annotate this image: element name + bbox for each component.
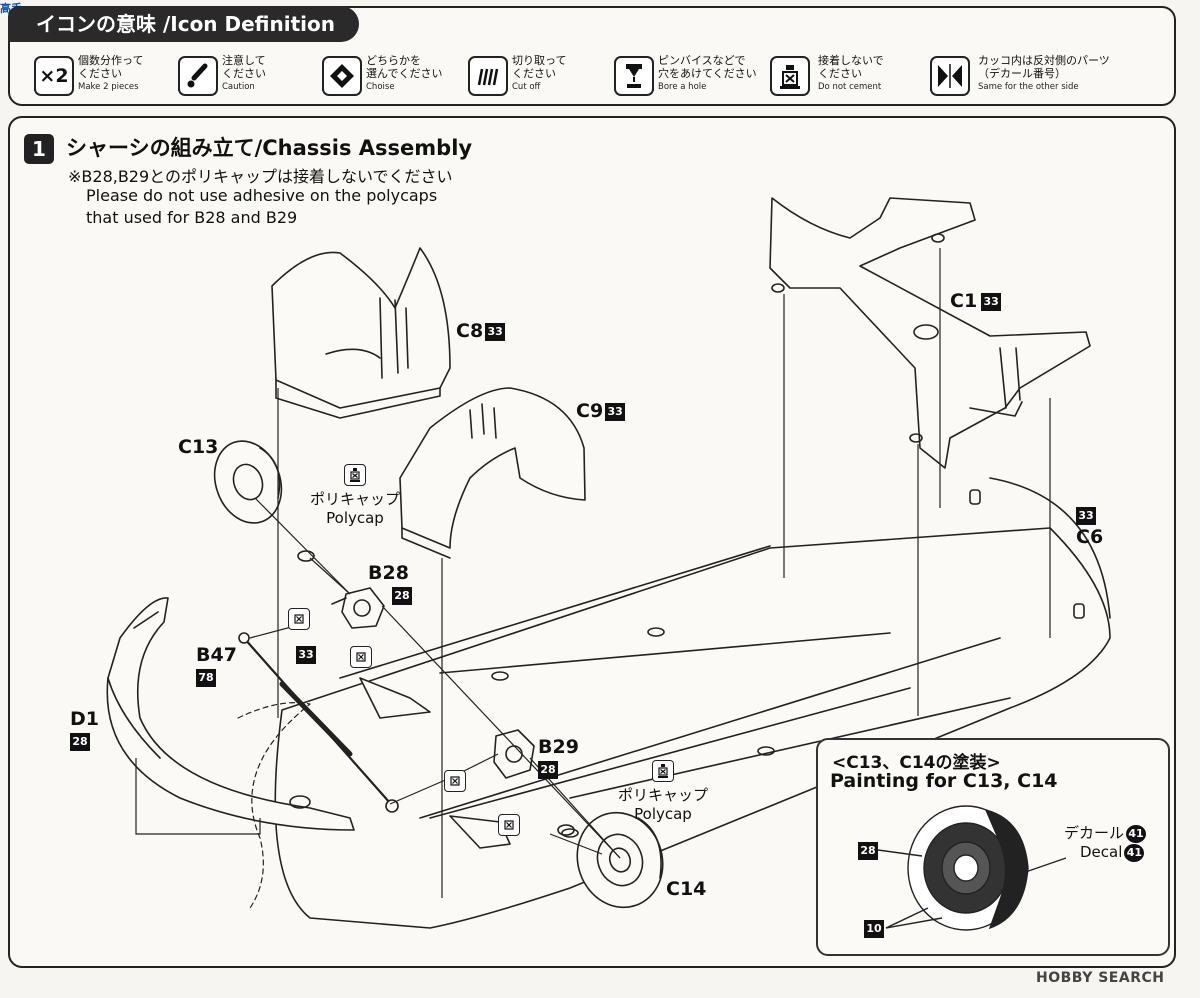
note-english-line2: that used for B28 and B29 (86, 208, 298, 227)
icon-legend: イコンの意味 /Icon Definition ×2 個数分作って ください M… (8, 6, 1176, 106)
no-cement-icon (444, 770, 466, 792)
choice-icon (322, 56, 362, 96)
part-b29-drawing (493, 729, 535, 779)
label-b28: B28 28 (368, 562, 412, 606)
note-english-line1: Please do not use adhesive on the polyca… (86, 186, 438, 205)
painting-title-en: Painting for C13, C14 (830, 770, 1058, 792)
part-d1-drawing (106, 597, 355, 831)
bore-hole-icon (614, 56, 654, 96)
cut-off-icon (468, 56, 508, 96)
inset-badge-10: 10 (864, 918, 884, 938)
label-damper-color: 33 (296, 644, 316, 664)
label-d1: D1 28 (70, 708, 99, 752)
step-number: 1 (24, 134, 54, 164)
no-cement-icon (770, 56, 810, 96)
inset-badge-28: 28 (858, 840, 878, 860)
no-cement-icon (498, 814, 520, 836)
label-b29: B29 28 (538, 736, 579, 780)
no-cement-icon (350, 646, 372, 668)
part-b47-drawing (238, 632, 399, 813)
other-side-icon (930, 56, 970, 96)
part-b28-drawing (331, 587, 385, 629)
make-two-icon: ×2 (34, 56, 74, 96)
watermark: HOBBY SEARCH (1036, 970, 1165, 986)
brake-disc-drawing (877, 805, 1067, 931)
part-c8-drawing (271, 247, 451, 419)
no-cement-icon (652, 760, 674, 782)
painting-inset: <C13、C14の塗装> Painting for C13, C14 28 10… (816, 738, 1170, 956)
assembly-panel: 1 シャーシの組み立て/Chassis Assembly ※B28,B29とのポ… (8, 116, 1176, 968)
label-b47: B47 78 (196, 644, 237, 688)
part-c13-drawing (213, 440, 283, 524)
note-japanese: ※B28,B29とのポリキャップは接着しないでください (68, 167, 453, 186)
part-c14-drawing (576, 811, 664, 909)
no-cement-icon (288, 608, 310, 630)
step-title: シャーシの組み立て/Chassis Assembly (66, 136, 473, 160)
part-c9-drawing (399, 387, 586, 559)
part-c1-drawing (769, 197, 1091, 469)
assembly-drawing (106, 197, 1111, 929)
polycap-note-1: ポリキャップ Polycap (300, 464, 410, 528)
no-cement-icon (344, 464, 366, 486)
painting-title-jp: <C13、C14の塗装> (832, 753, 1001, 773)
polycap-note-2: ポリキャップ Polycap (608, 760, 718, 824)
label-c14: C14 (666, 878, 707, 900)
caution-icon (178, 56, 218, 96)
label-c6: 33 C6 (1076, 506, 1104, 548)
label-c13: C13 (178, 436, 219, 458)
legend-title: イコンの意味 /Icon Definition (8, 6, 359, 42)
